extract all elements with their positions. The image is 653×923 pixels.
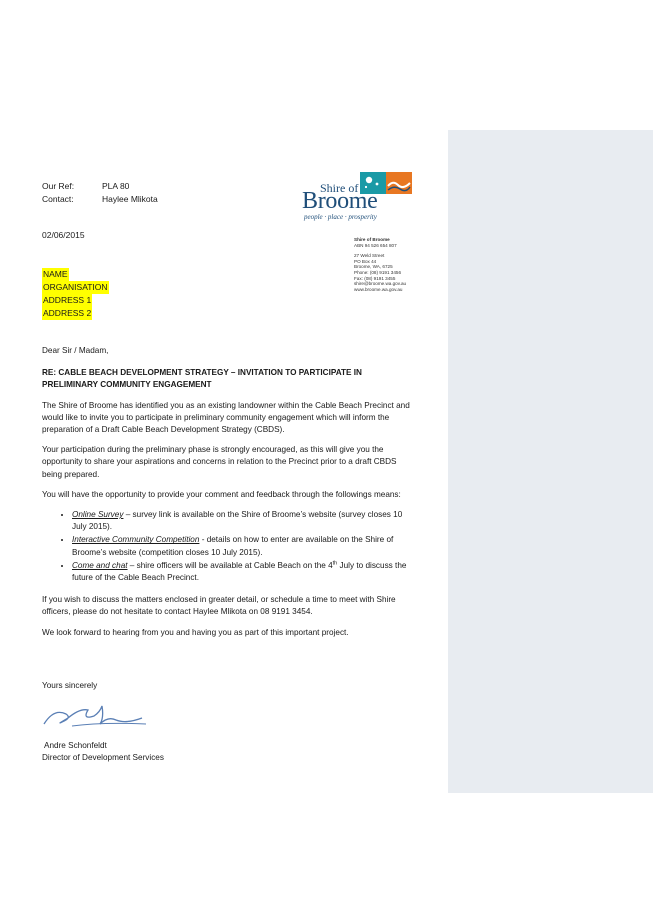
contact-value: Haylee Mlikota (102, 194, 158, 204)
our-ref-value: PLA 80 (102, 181, 130, 191)
our-ref-line: Our Ref: PLA 80 (42, 180, 129, 192)
contact-email: shire@broome.wa.gov.au (354, 281, 407, 287)
shire-contact-block: Shire of Broome ABN 94 526 654 807 27 We… (354, 237, 406, 292)
contact-line: Contact: Haylee Mlikota (42, 193, 158, 205)
contact-org-name: Shire of Broome (354, 237, 390, 242)
letter-date: 02/06/2015 (42, 230, 85, 240)
subject-line: RE: CABLE BEACH DEVELOPMENT STRATEGY – I… (42, 368, 362, 390)
contact-street: 27 Weld Street (354, 253, 385, 259)
paragraph-2: Your participation during the preliminar… (42, 445, 397, 479)
bullet-title: Interactive Community Competition (72, 535, 200, 545)
paragraph-5: We look forward to hearing from you and … (42, 627, 349, 637)
letter-body: Dear Sir / Madam, RE: CABLE BEACH DEVELO… (42, 345, 414, 647)
logo-tagline: people · place · prosperity (304, 213, 377, 221)
list-item: Interactive Community Competition - deta… (72, 534, 414, 558)
paragraph-4: If you wish to discuss the matters enclo… (42, 595, 396, 617)
recipient-organisation: ORGANISATION (42, 281, 109, 294)
logo-broome: Broome (302, 188, 378, 214)
bullet-text: – shire officers will be available at Ca… (127, 560, 333, 570)
shire-logo: Shire of Broome people · place · prosper… (300, 172, 418, 224)
paragraph-1: The Shire of Broome has identified you a… (42, 400, 410, 435)
bullet-title: Come and chat (72, 560, 128, 570)
recipient-address: NAME ORGANISATION ADDRESS 1 ADDRESS 2 (42, 268, 109, 320)
means-list: Online Survey – survey link is available… (42, 509, 414, 584)
list-item: Online Survey – survey link is available… (72, 509, 414, 533)
signatory-title: Director of Development Services (42, 753, 164, 763)
ordinal-suffix: th (332, 560, 338, 567)
recipient-address-2: ADDRESS 2 (42, 307, 93, 320)
list-item: Come and chat – shire officers will be a… (72, 560, 414, 584)
contact-city: Broome, WA, 6725 (354, 264, 393, 270)
contact-phone: Phone: (08) 9191 3456 (354, 269, 401, 275)
recipient-address-1: ADDRESS 1 (42, 294, 93, 307)
our-ref-label: Our Ref: (42, 181, 75, 191)
contact-po-box: PO Box 44 (354, 258, 377, 264)
signatory-name: Andre Schonfeldt (44, 741, 107, 750)
side-panel (448, 130, 653, 793)
recipient-name: NAME (42, 268, 69, 281)
paragraph-3: You will have the opportunity to provide… (42, 489, 401, 499)
bullet-text-end: July to discuss the future of the Cable … (72, 560, 407, 583)
logo-emblem-icon (360, 172, 412, 194)
contact-label: Contact: (42, 194, 74, 204)
bullet-title: Online Survey (72, 510, 124, 520)
bullet-text: – survey link is available on the Shire … (72, 510, 403, 532)
bullet-text: - details on how to enter are available … (72, 535, 394, 557)
signature-image (43, 705, 147, 727)
contact-abn: ABN 94 526 654 807 (354, 242, 397, 248)
logo-shire-of: Shire of (320, 181, 359, 195)
contact-web: www.broome.wa.gov.au (354, 286, 403, 292)
signature-block: Andre Schonfeldt Director of Development… (42, 740, 164, 764)
contact-fax: Fax: (08) 9191 3455 (354, 275, 396, 281)
closing: Yours sincerely (42, 681, 98, 690)
salutation: Dear Sir / Madam, (42, 346, 109, 355)
